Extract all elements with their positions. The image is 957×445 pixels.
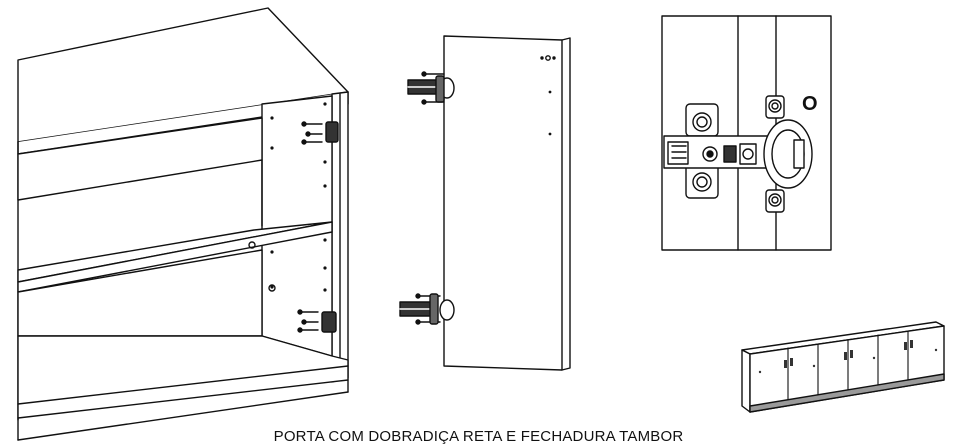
cabinet-hinge-plate-top: [301, 121, 339, 145]
cabinet-hinge-plate-bottom: [297, 309, 337, 333]
cabinet: [17, 7, 349, 441]
cabinet-base: [17, 335, 349, 419]
door-lock-hole: [545, 55, 551, 61]
hinge-detail-label: O: [802, 93, 818, 115]
door-hinge-top: [407, 71, 455, 105]
door: [399, 35, 571, 371]
cabinet-row-thumbnail: [741, 321, 945, 413]
door-hinge-bottom: [399, 293, 455, 325]
door-panel: [443, 35, 563, 371]
hinge-detail: O: [661, 15, 832, 251]
cabinet-system-holes: [270, 102, 327, 292]
caption: PORTA COM DOBRADIÇA RETA E FECHADURA TAM…: [273, 428, 684, 445]
shelf-support: [248, 241, 256, 249]
